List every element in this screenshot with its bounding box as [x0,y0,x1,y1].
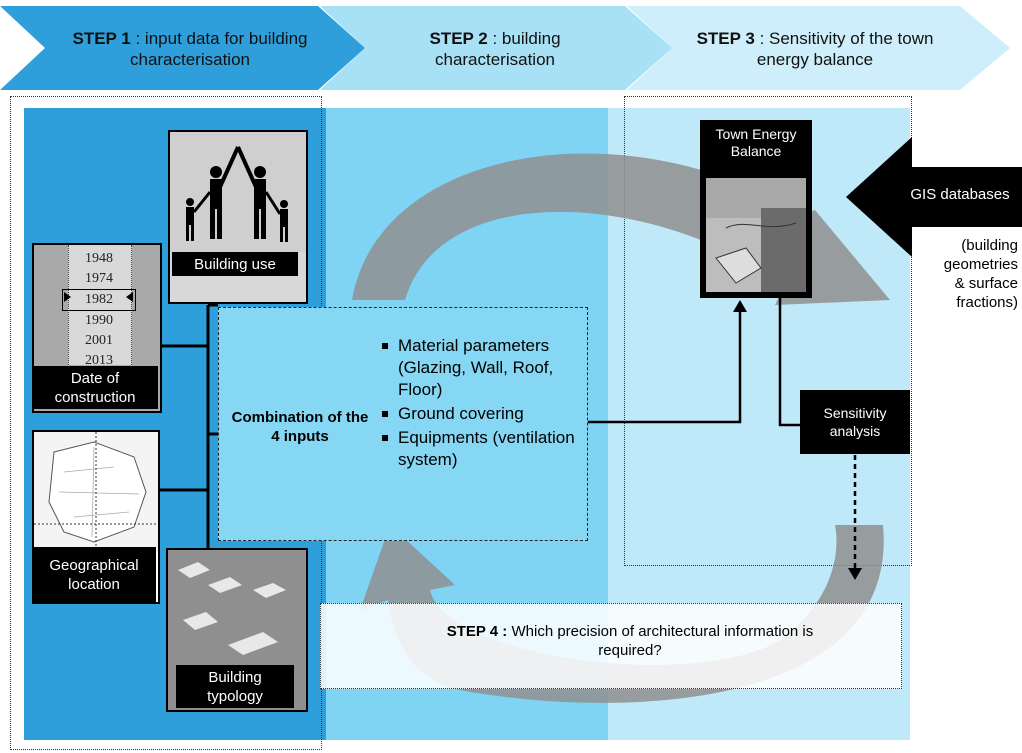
building-use-label: Building use [172,252,298,276]
year-selector-right-icon [126,292,133,302]
france-map-icon [34,432,158,552]
step3-title: STEP 3 : Sensitivity of the town energy … [696,29,934,69]
combination-label: Combination of the 4 inputs [231,409,369,445]
building-typology-label: Building typology [176,665,294,708]
town-energy-balance-label: Town Energy Balance [715,126,797,159]
family-icon [170,132,306,252]
step3-outline [624,96,912,566]
parameter-item: Equipments (ventilation system) [380,427,580,471]
step1-title: STEP 1 : input data for building charact… [72,29,308,69]
geographical-location-label: Geographical location [32,547,156,603]
parameter-item: Ground covering [380,403,580,425]
step-header-arrows [0,6,1010,90]
step1-chevron [0,6,365,90]
parameter-item: Material parameters (Glazing, Wall, Roof… [380,335,580,401]
gis-arrow [846,137,1022,257]
step3-chevron [627,6,1010,90]
step2-title: STEP 2 : building characterisation [429,29,561,69]
step4-text: STEP 4 : Which precision of architectura… [446,623,814,659]
year-list: 1948 1974 1982 1990 2001 2013 [62,249,136,371]
town-map-image [706,178,806,292]
combination-box [218,307,588,541]
sensitivity-analysis-label: Sensitivity analysis [800,390,910,454]
step2-chevron [320,6,672,90]
step4-box [320,603,902,689]
parameter-list: Material parameters (Glazing, Wall, Roof… [380,335,580,473]
gis-label: GIS databases [910,186,1010,203]
year-selector-left-icon [64,292,71,302]
building-use-image [168,130,308,304]
date-of-construction-label: Date of construction [32,366,158,409]
gis-note: (building geometries & surface fractions… [943,237,1018,311]
